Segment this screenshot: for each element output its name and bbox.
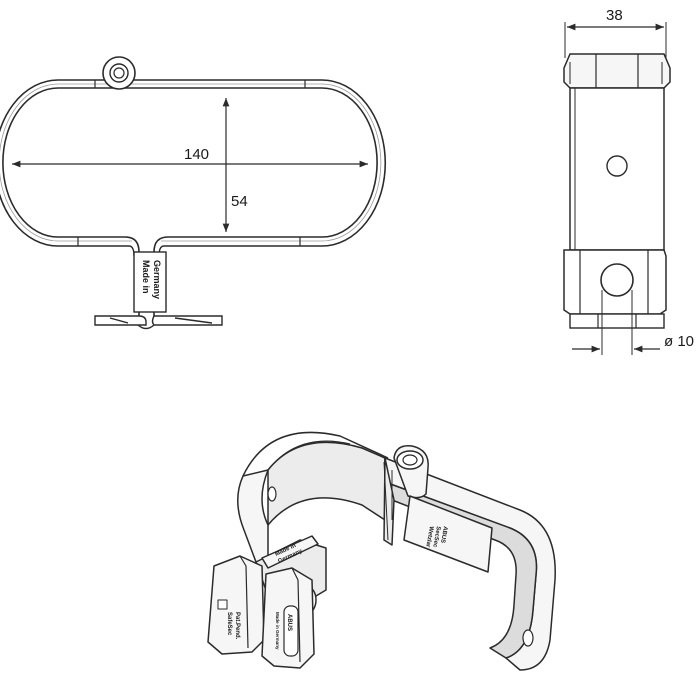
iso-band-back [267, 441, 386, 526]
top-view-inner-loop-2 [0, 83, 382, 242]
iso-band-top-rim [242, 431, 389, 477]
iso-plate-line1: ABUS [439, 526, 448, 544]
iso-tag-left [207, 555, 265, 655]
iso-stamp-strip [261, 535, 319, 569]
side-view-top-cap [563, 53, 671, 89]
top-view-stamp-line2: Germany [152, 260, 162, 299]
iso-tag-line1: SafeSec [226, 612, 232, 636]
iso-brand-badge [283, 605, 299, 657]
iso-hinge-knuckle [393, 445, 429, 499]
iso-text-plate [403, 495, 493, 573]
iso-plate-line2: SecSec [431, 526, 441, 549]
side-view-hole [606, 155, 628, 177]
side-view-pin-hole [600, 263, 634, 297]
dim-label-140: 140 [184, 146, 209, 163]
dim-label-diameter: ø 10 [664, 333, 694, 350]
top-view-outer-loop [2, 87, 378, 238]
iso-brand-label: ABUS [286, 614, 292, 631]
top-view: Made in Germany 140 54 [0, 56, 387, 330]
iso-band-right-inner [384, 481, 538, 659]
iso-view: ABUS SecSec Wetzlar Made in Germany Safe… [207, 431, 556, 671]
iso-band-left [237, 469, 269, 567]
dim-label-54: 54 [231, 193, 248, 210]
top-view-stamp-line1: Made in [141, 260, 151, 294]
iso-hinge-plate [383, 457, 395, 546]
side-view: 38 ø 10 [563, 7, 694, 355]
top-view-hinge [102, 56, 136, 90]
dim-label-38: 38 [606, 7, 623, 24]
top-view-ticks [77, 80, 306, 246]
iso-brand-sub: Made in Germany [275, 612, 280, 650]
top-view-inner-loop [0, 79, 387, 247]
iso-tag-line2: Pat.Pend. [234, 612, 240, 640]
top-view-foot [94, 315, 223, 330]
iso-plate-line3: Wetzlar [424, 526, 434, 549]
top-view-stamp-plate [133, 251, 167, 313]
